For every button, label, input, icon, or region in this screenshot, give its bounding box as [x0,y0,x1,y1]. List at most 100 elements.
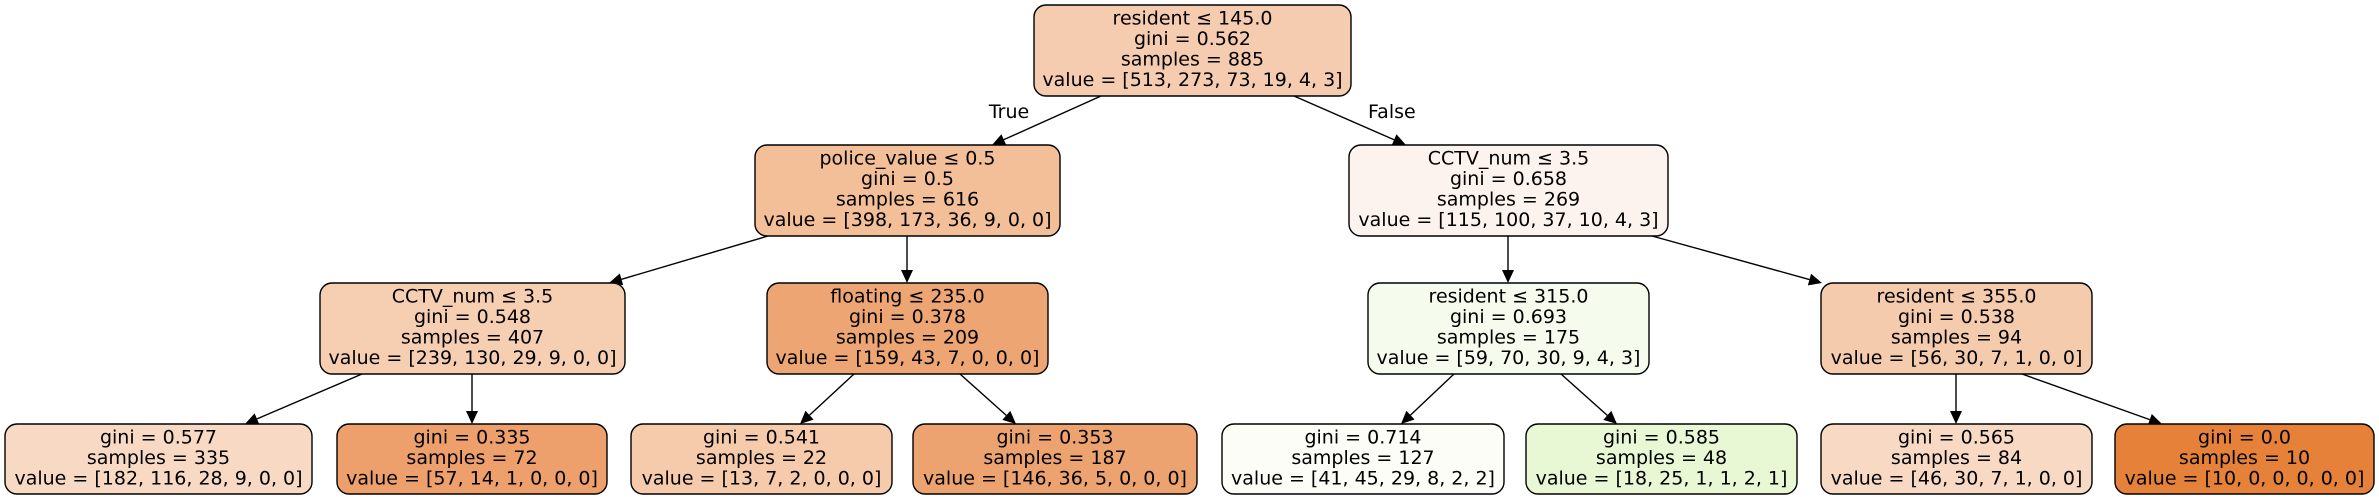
node-box [630,423,893,495]
node-box [766,282,1049,375]
edge-arrowhead-n5-n12 [1603,410,1617,424]
node-text-line: value = [115, 100, 37, 10, 4, 3] [1358,209,1658,231]
node-text-line: samples = 22 [696,447,827,469]
edge-n5-n11 [1409,373,1455,416]
node-text-line: police_value ≤ 0.5 [820,148,996,170]
node-text-line: samples = 175 [1437,327,1580,349]
node-text-line: gini = 0.0 [2198,426,2291,448]
node-text-line: samples = 48 [1596,447,1727,469]
node-text-line: samples = 84 [1891,447,2022,469]
edge-arrowhead-n6-n13 [1950,411,1962,424]
edge-n4-n9 [809,373,855,416]
node-text-line: samples = 885 [1121,49,1264,71]
node-box [1348,144,1669,237]
edge-arrowhead-n2-n5 [1502,270,1514,283]
node-text-line: gini = 0.585 [1603,426,1720,448]
node-text-line: value = [41, 45, 29, 8, 2, 2] [1231,467,1495,489]
node-text-line: gini = 0.658 [1450,168,1567,190]
edge-label-true: True [988,101,1029,123]
node-text-line: gini = 0.714 [1304,426,1421,448]
node-text-line: value = [513, 273, 73, 19, 4, 3] [1042,69,1342,91]
node-text-line: gini = 0.335 [413,426,530,448]
edge-n2-n6 [1651,235,1810,281]
edge-arrowhead-n0-n2 [1391,134,1406,146]
node-box [754,144,1061,237]
node-text-line: CCTV_num ≤ 3.5 [1428,148,1589,170]
edge-n6-n14 [2021,373,2150,421]
node-text-line: value = [146, 36, 5, 0, 0, 0] [923,467,1187,489]
node-text-line: gini = 0.378 [849,306,966,328]
node-box [2114,423,2375,495]
node-box [1820,423,2093,495]
edge-n0-n2 [1293,95,1395,141]
node-text-line: samples = 127 [1291,447,1434,469]
node-text-line: samples = 407 [401,327,544,349]
edge-arrowhead-n4-n9 [800,410,814,424]
edge-arrowhead-n3-n7 [245,413,260,425]
node-text-line: CCTV_num ≤ 3.5 [392,286,553,308]
node-text-line: samples = 616 [836,189,979,211]
node-text-line: value = [239, 130, 29, 9, 0, 0] [328,347,616,369]
node-text-line: gini = 0.577 [100,426,217,448]
edge-n5-n12 [1560,373,1608,416]
node-box [1820,282,2093,375]
node-text-line: gini = 0.353 [996,426,1113,448]
node-box [1221,423,1505,495]
node-text-line: floating ≤ 235.0 [830,286,984,308]
node-box [336,423,608,495]
node-text-line: value = [10, 0, 0, 0, 0, 0] [2125,467,2365,489]
node-text-line: samples = 94 [1891,327,2022,349]
node-text-line: samples = 10 [2179,447,2310,469]
edge-n3-n7 [256,373,363,420]
node-text-line: gini = 0.541 [703,426,820,448]
edge-arrowhead-n0-n1 [992,134,1007,146]
node-text-line: resident ≤ 145.0 [1113,8,1273,30]
node-text-line: value = [59, 70, 30, 9, 4, 3] [1377,347,1641,369]
node-text-line: value = [159, 43, 7, 0, 0, 0] [776,347,1040,369]
node-box [1525,423,1798,495]
node-text-line: value = [13, 7, 2, 0, 0, 0] [642,467,882,489]
edge-arrowhead-n2-n6 [1807,273,1822,286]
node-box [912,423,1198,495]
edge-arrowhead-n5-n11 [1401,410,1415,424]
node-text-line: value = [398, 173, 36, 9, 0, 0] [763,209,1051,231]
node-text-line: value = [57, 14, 1, 0, 0, 0] [346,467,598,489]
node-text-line: gini = 0.538 [1898,306,2015,328]
node-text-line: samples = 72 [406,447,537,469]
node-text-line: gini = 0.5 [861,168,954,190]
node-text-line: samples = 269 [1437,189,1580,211]
node-text-line: gini = 0.562 [1134,28,1251,50]
node-text-line: gini = 0.693 [1450,306,1567,328]
node-box [4,423,313,495]
node-text-line: samples = 187 [983,447,1126,469]
node-text-line: gini = 0.565 [1898,426,2015,448]
node-text-line: samples = 209 [836,327,979,349]
edge-arrowhead-n3-n8 [466,411,478,424]
edge-arrowhead-n6-n14 [2147,413,2162,426]
node-text-line: value = [182, 116, 28, 9, 0, 0] [14,467,302,489]
node-text-line: value = [56, 30, 7, 1, 0, 0] [1831,347,2083,369]
edge-n1-n3 [621,235,769,280]
edge-arrowhead-n4-n10 [1002,410,1016,424]
node-text-line: gini = 0.548 [414,306,531,328]
edge-n4-n10 [959,373,1007,416]
edge-arrowhead-n1-n4 [901,270,913,283]
node-box [1033,4,1352,97]
node-text-line: resident ≤ 315.0 [1429,286,1589,308]
edge-arrowhead-n1-n3 [609,273,624,286]
